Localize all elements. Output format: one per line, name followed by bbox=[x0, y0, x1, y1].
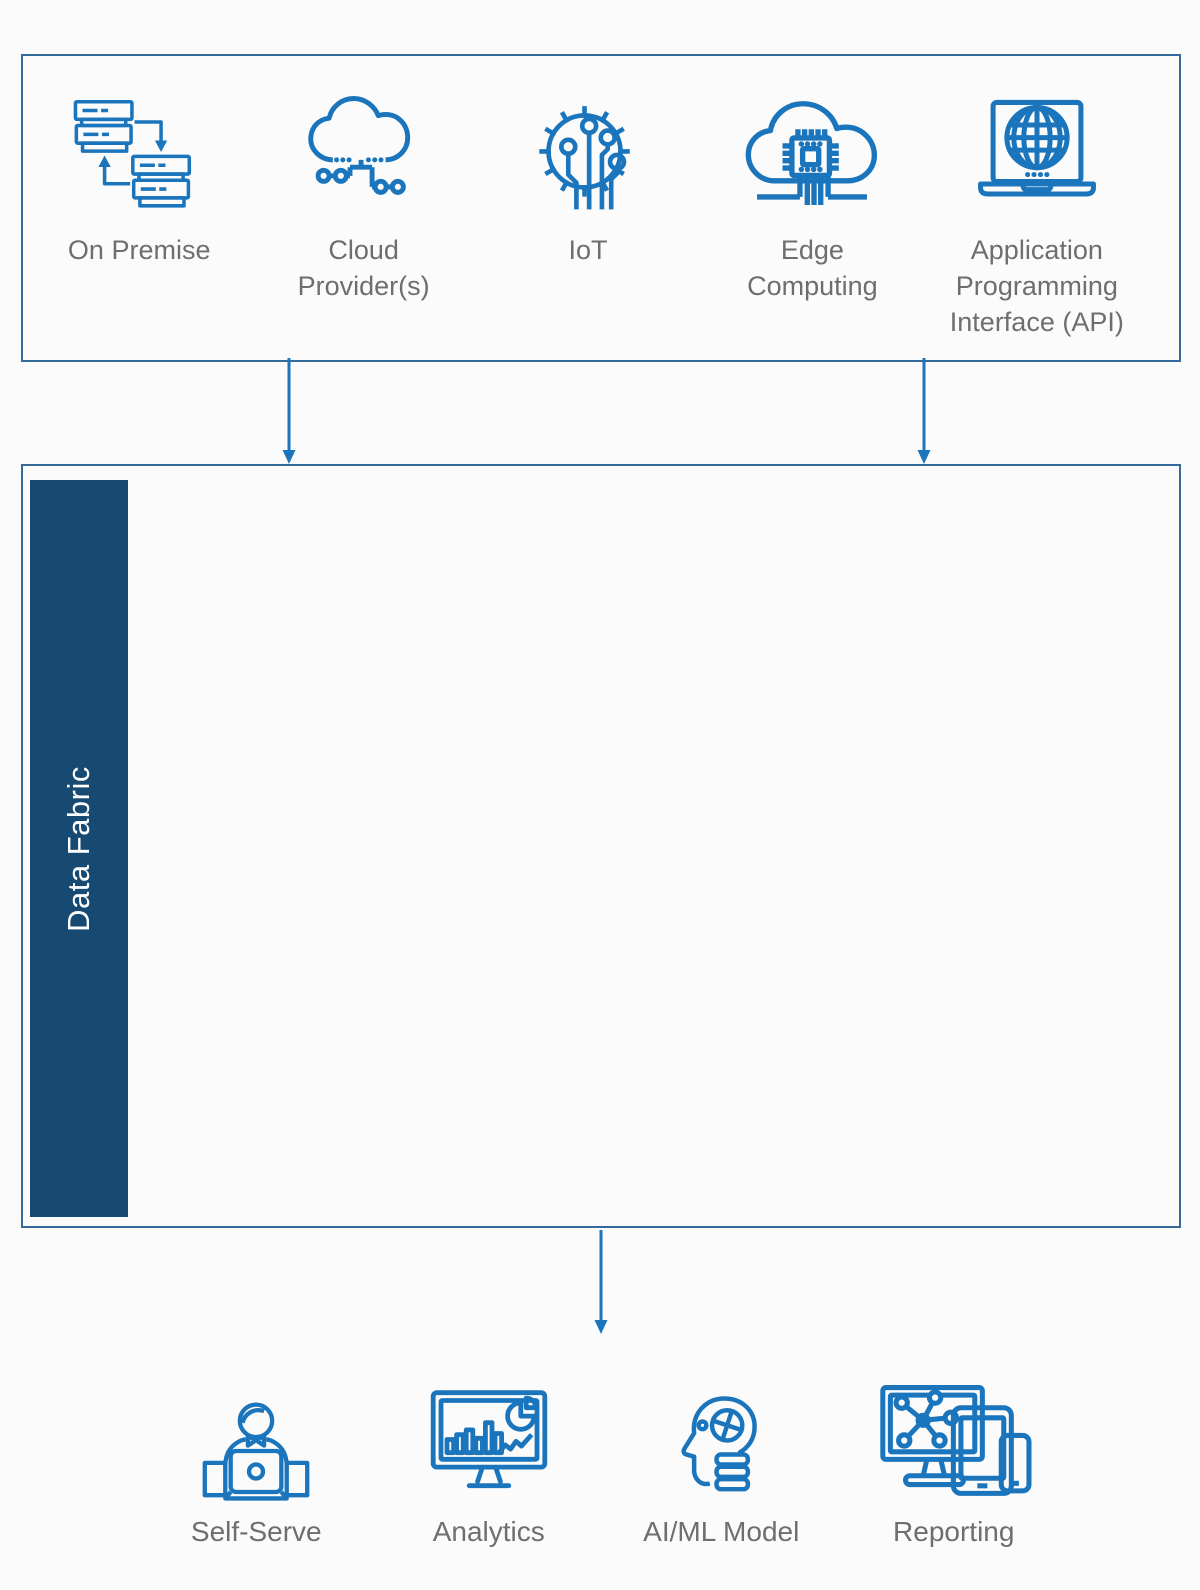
on-premise-icon bbox=[73, 99, 192, 208]
consumer-ai-ml-model: AI/ML Model bbox=[605, 1366, 838, 1548]
sources-box: On Premise Cloud Provider(s bbox=[21, 54, 1181, 362]
consumer-label: AI/ML Model bbox=[643, 1516, 800, 1547]
consumer-label: Analytics bbox=[432, 1516, 545, 1547]
source-label: Edge Computing bbox=[747, 235, 878, 301]
consumer-label: Reporting bbox=[893, 1516, 1015, 1547]
consumer-label: Self-Serve bbox=[190, 1516, 322, 1547]
self-serve-icon bbox=[202, 1402, 310, 1501]
arrow-sources-to-fabric-right bbox=[916, 358, 932, 464]
source-label: On Premise bbox=[67, 235, 211, 265]
consumer-analytics: Analytics bbox=[373, 1366, 606, 1548]
iot-icon bbox=[539, 106, 630, 210]
ai-ml-model-icon bbox=[681, 1396, 758, 1492]
source-iot: IoT bbox=[476, 80, 700, 268]
edge-computing-icon bbox=[746, 101, 878, 205]
consumer-self-serve: Self-Serve bbox=[140, 1366, 373, 1548]
data-fabric-label: Data Fabric bbox=[61, 765, 97, 932]
source-label: IoT bbox=[568, 235, 608, 265]
consumer-reporting: Reporting bbox=[838, 1366, 1071, 1548]
data-fabric-box bbox=[21, 464, 1181, 1228]
cloud-providers-icon bbox=[308, 95, 411, 195]
consumers-row: Self-Serve bbox=[140, 1366, 1070, 1548]
source-edge-computing: Edge Computing bbox=[700, 80, 924, 304]
source-label: Application Programming Interface (API) bbox=[949, 235, 1124, 337]
source-cloud-providers: Cloud Provider(s) bbox=[251, 80, 475, 304]
api-icon bbox=[977, 99, 1096, 197]
arrow-fabric-to-consumers bbox=[593, 1230, 609, 1334]
data-fabric-sidebar: Data Fabric bbox=[30, 480, 128, 1217]
source-on-premise: On Premise bbox=[27, 80, 251, 268]
arrow-sources-to-fabric-left bbox=[281, 358, 297, 464]
source-label: Cloud Provider(s) bbox=[297, 235, 430, 301]
analytics-icon bbox=[430, 1390, 547, 1489]
reporting-icon bbox=[880, 1385, 1032, 1496]
source-api: Application Programming Interface (API) bbox=[925, 80, 1149, 340]
